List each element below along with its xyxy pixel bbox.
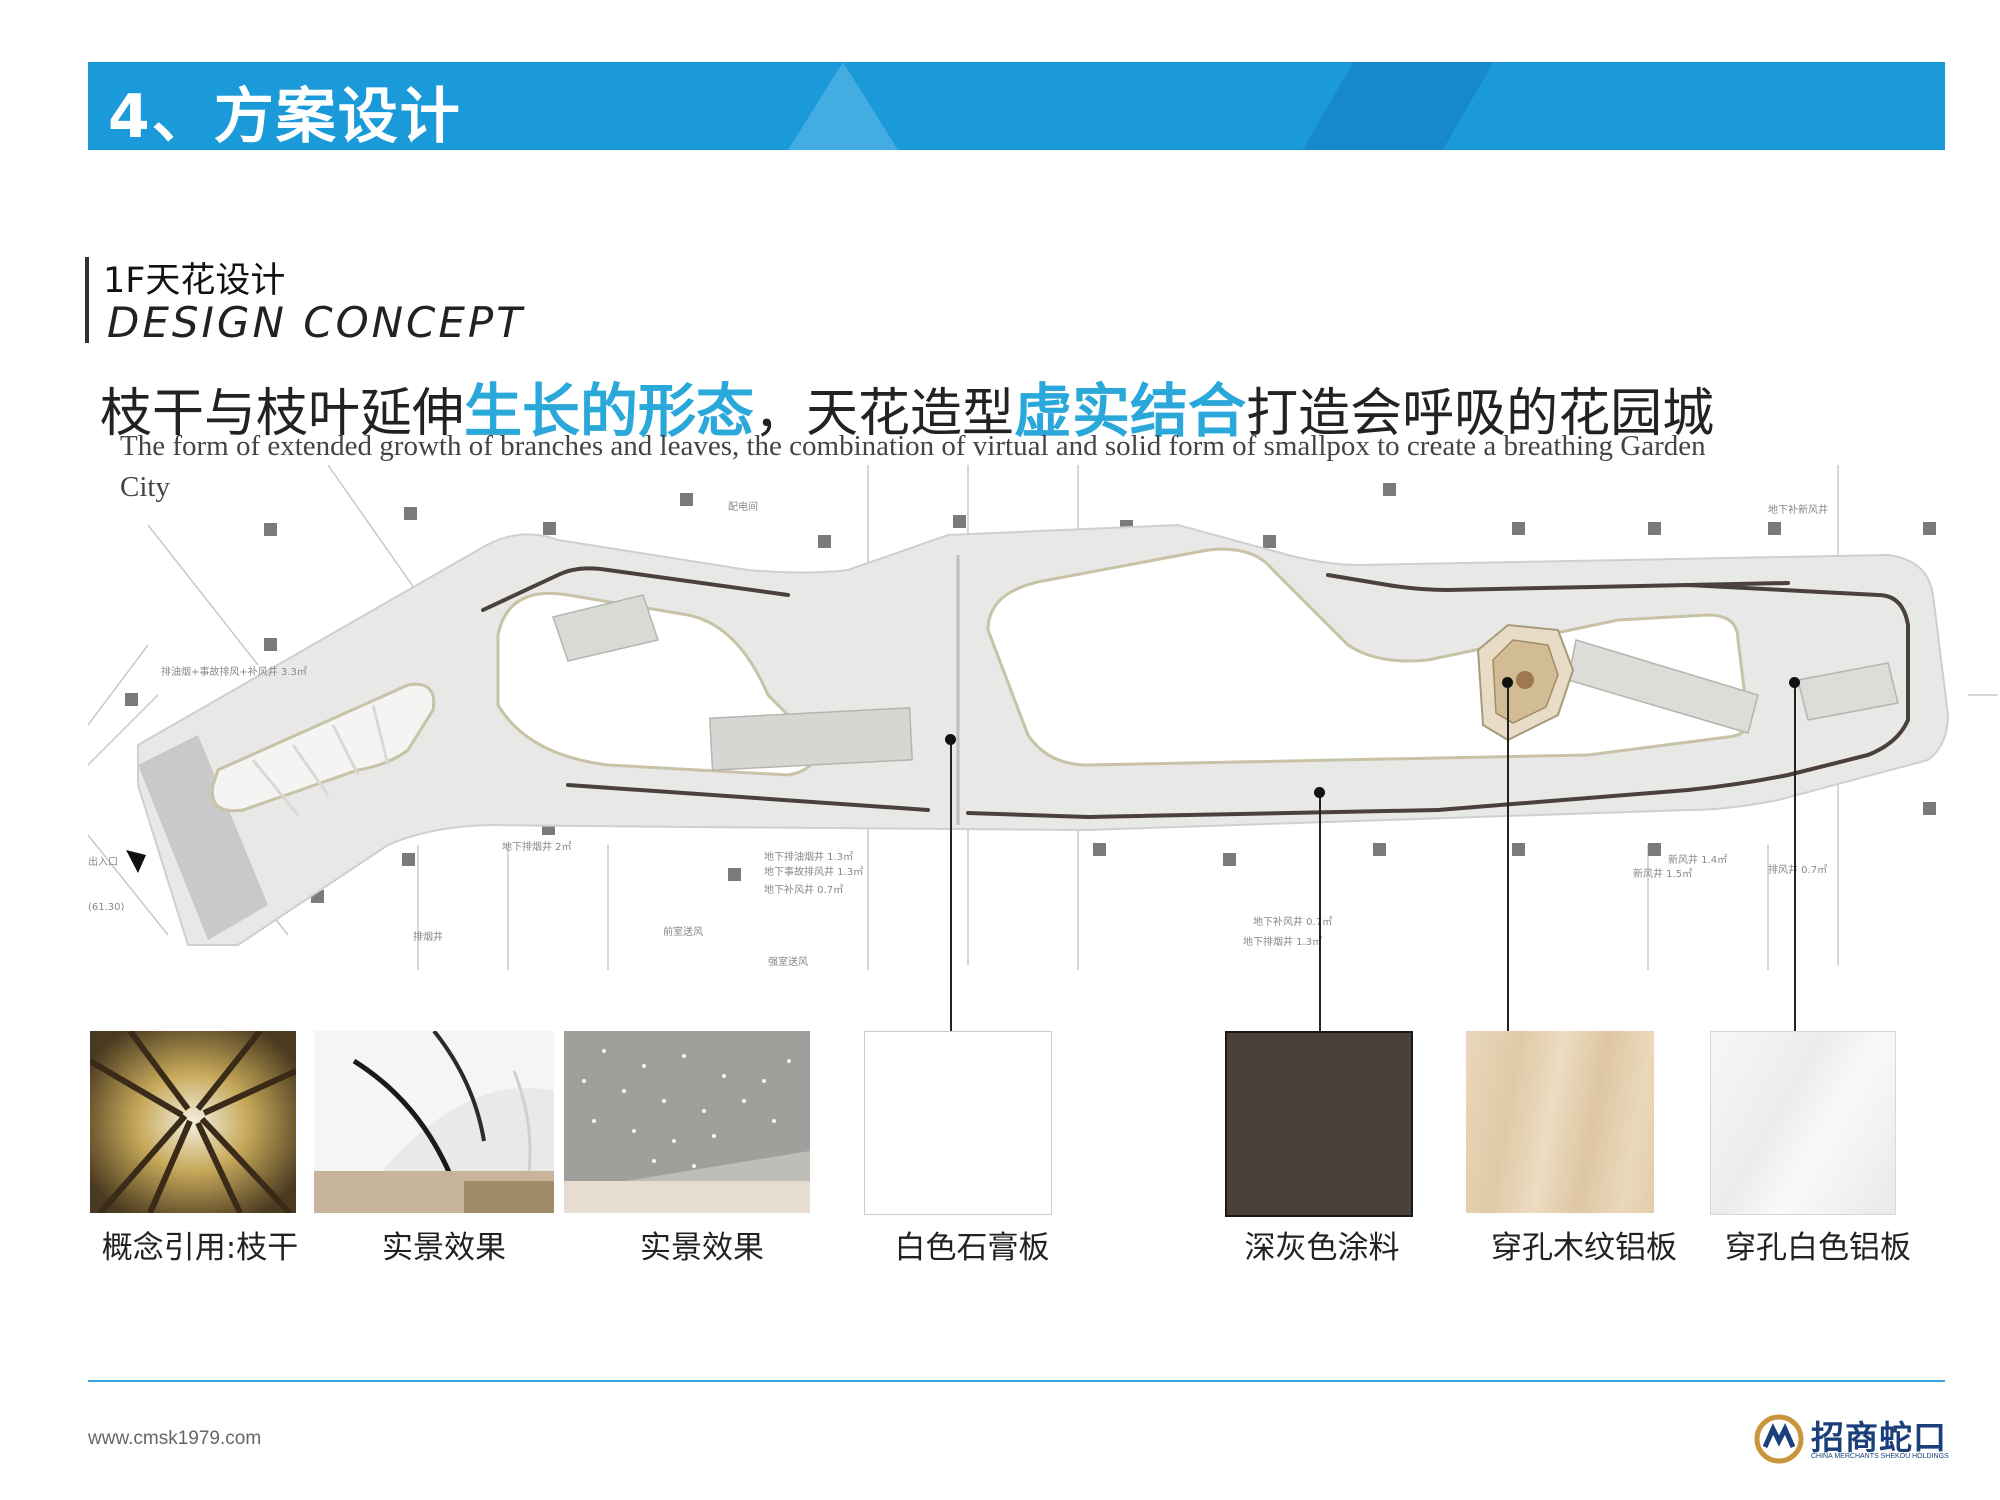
plan-label: 地下排烟井 1.3㎡	[1243, 935, 1322, 948]
headline-part: 枝干与枝叶延伸	[100, 384, 465, 444]
plan-label: 配电间	[728, 500, 758, 513]
description-text: The form of extended growth of branches …	[120, 430, 1706, 503]
material-caption: 穿孔木纹铝板	[1491, 1230, 1677, 1266]
plan-label: 地下补新风井	[1768, 503, 1828, 516]
leader-dot	[1502, 677, 1513, 688]
headline-highlight: 虚实结合	[1014, 377, 1247, 445]
material-caption: 实景效果	[640, 1230, 764, 1266]
plan-label: 地下补风井 0.7㎡	[1253, 915, 1332, 928]
plan-label: 新风井 1.4㎡	[1668, 853, 1727, 866]
leader-line	[1319, 793, 1321, 1033]
plan-label: 排油烟+事故排风+补风井 3.3㎡	[161, 665, 307, 678]
plan-label: 地下排油烟井 1.3㎡	[764, 850, 853, 863]
header-facet	[788, 62, 898, 150]
curved-ceiling-photo	[314, 1031, 554, 1213]
material-caption: 白色石膏板	[894, 1230, 1050, 1266]
material-caption: 深灰色涂料	[1244, 1230, 1400, 1266]
headline-part: ，天花造型	[754, 384, 1015, 444]
material-caption: 穿孔白色铝板	[1725, 1230, 1911, 1266]
headline-highlight: 生长的形态	[464, 377, 755, 445]
plan-label: 地下补风井 0.7㎡	[764, 883, 843, 896]
headline-part: 打造会呼吸的花园城	[1246, 384, 1715, 444]
ceiling-plan: 排油烟+事故排风+补风井 3.3㎡ 地下排烟井 2㎡ 地下排油烟井 1.3㎡ 地…	[88, 465, 1998, 970]
header-facet	[1302, 62, 1494, 150]
plan-label: 出入口	[88, 855, 118, 868]
plan-label: 强室送风	[768, 955, 808, 968]
logo-emblem-icon	[1754, 1414, 1804, 1464]
plan-label: (61.30)	[88, 902, 125, 913]
material-caption: 概念引用:枝干	[101, 1230, 299, 1266]
plan-label: 排烟井	[413, 930, 443, 943]
swatch-dark-grey-paint	[1225, 1031, 1413, 1217]
headline: 枝干与枝叶延伸生长的形态，天花造型虚实结合打造会呼吸的花园城	[100, 364, 1714, 448]
section-title: 1F天花设计	[103, 261, 286, 301]
leader-dot	[1314, 787, 1325, 798]
logo-text: 招商蛇口	[1811, 1418, 1947, 1457]
material-caption: 实景效果	[382, 1230, 506, 1266]
section-subtitle: DESIGN CONCEPT	[107, 298, 525, 347]
plan-label: 前室送风	[663, 925, 703, 938]
plan-label: 地下排烟井 2㎡	[502, 840, 572, 853]
leader-dot	[1789, 677, 1800, 688]
leader-dot	[945, 734, 956, 745]
leader-line	[1794, 683, 1796, 1033]
swatch-white-gypsum	[864, 1031, 1052, 1215]
forest-photo	[90, 1031, 296, 1213]
section-accent-bar	[85, 257, 89, 343]
header-bar	[88, 62, 1945, 150]
logo-subtext: CHINA MERCHANTS SHEKOU HOLDINGS	[1811, 1453, 1949, 1460]
page-title: 4、方案设计	[108, 82, 462, 152]
plan-label: 排风井 0.7㎡	[1768, 863, 1827, 876]
swatch-white-aluminum	[1710, 1031, 1896, 1215]
perforated-ceiling-photo	[564, 1031, 810, 1213]
leader-line	[1507, 683, 1509, 1033]
plan-label: 新风井 1.5㎡	[1633, 867, 1692, 880]
leader-line	[950, 740, 952, 1032]
plan-label: 地下事故排风井 1.3㎡	[764, 865, 863, 878]
footer-url[interactable]: www.cmsk1979.com	[88, 1428, 262, 1449]
company-logo: 招商蛇口 CHINA MERCHANTS SHEKOU HOLDINGS	[1753, 1411, 1953, 1471]
footer-divider	[88, 1380, 1945, 1382]
swatch-wood-aluminum	[1466, 1031, 1654, 1213]
